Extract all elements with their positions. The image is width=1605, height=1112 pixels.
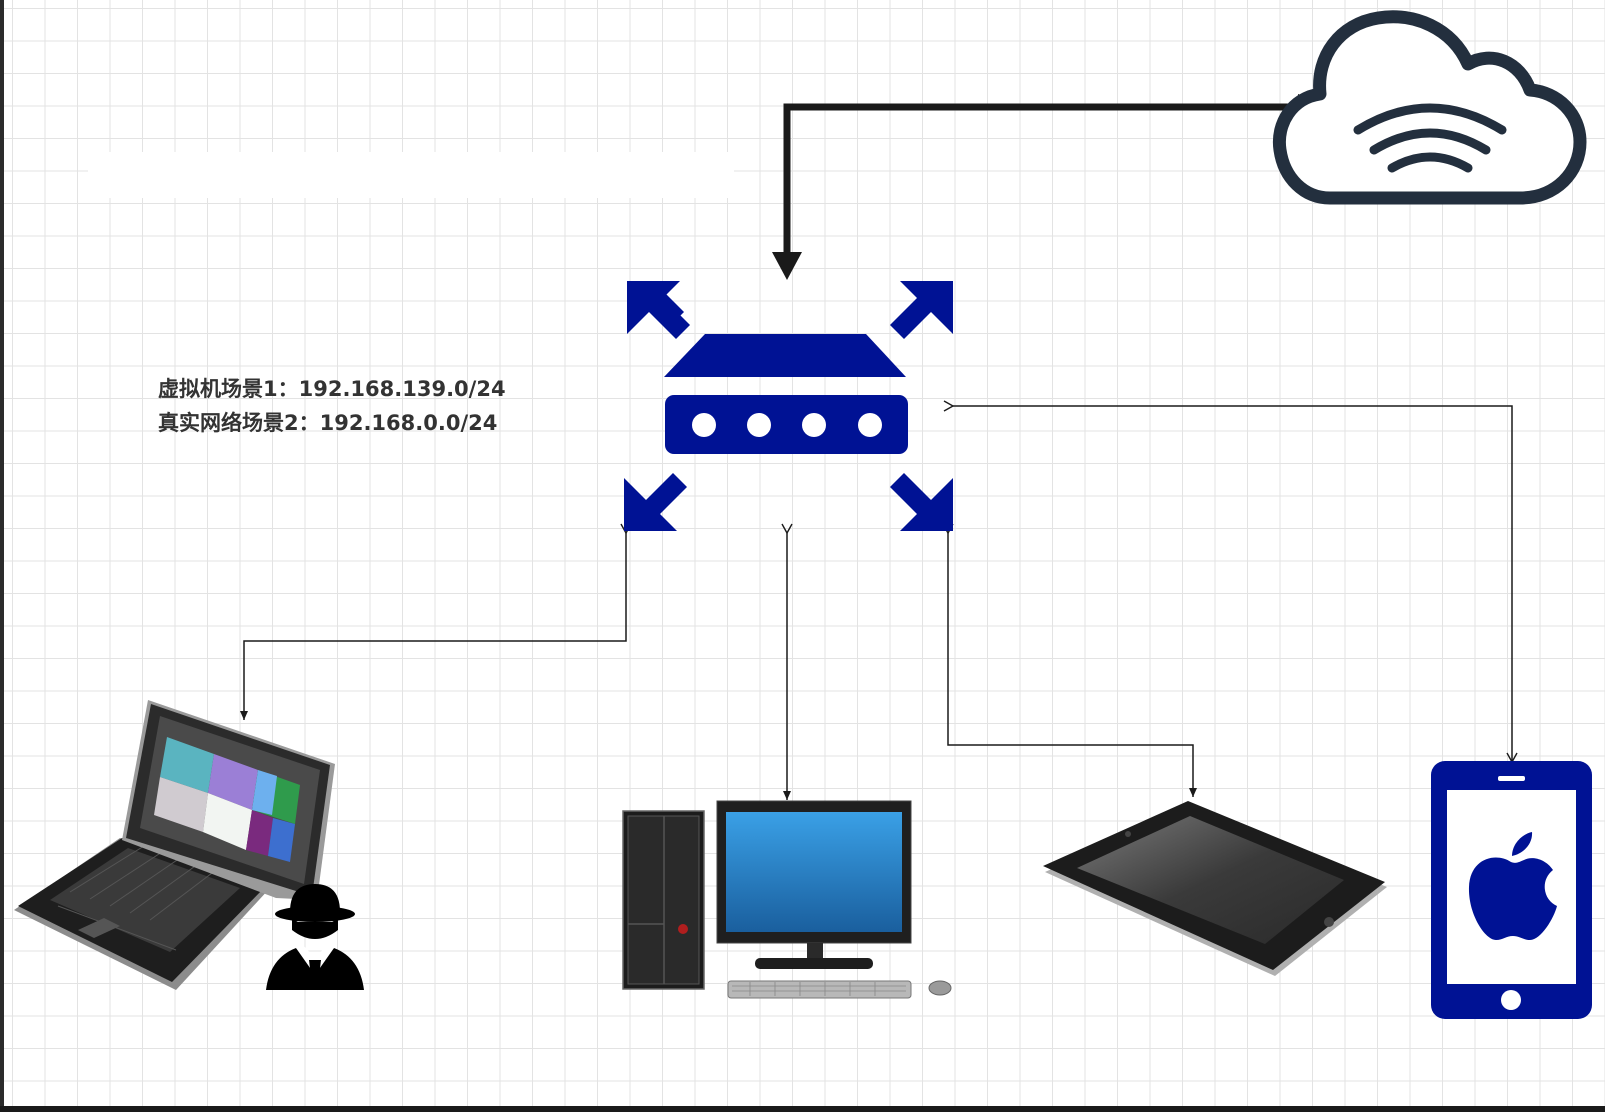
annotation-line-1: 虚拟机场景1：192.168.139.0/24 [158,377,506,401]
lan-links [240,400,1518,800]
hacker-icon [266,884,364,990]
left-border [0,0,4,1112]
tablet-icon [1043,801,1387,976]
router-arrow-se [890,473,953,531]
router-arrow-ne [890,281,953,339]
router-arrow-sw [624,473,687,531]
network-annotation: 虚拟机场景1：192.168.139.0/24 真实网络场景2：192.168.… [158,372,506,440]
router-arrow-nw [627,281,690,339]
apple-logo-icon [1468,832,1557,940]
tablet-link [942,523,1197,797]
cloud-wifi-icon [1272,10,1587,205]
laptop-screen-tiles [154,737,300,862]
internet-link [772,94,1326,280]
bottom-border [0,1106,1605,1112]
laptop-icon [14,700,335,990]
blank-label-area [88,152,734,198]
phone-link [943,400,1518,764]
router-icon [624,281,953,531]
laptop-link [240,523,632,720]
desktop-computer-icon [622,800,952,999]
iphone-icon [1431,761,1592,1019]
annotation-line-2: 真实网络场景2：192.168.0.0/24 [158,411,498,435]
